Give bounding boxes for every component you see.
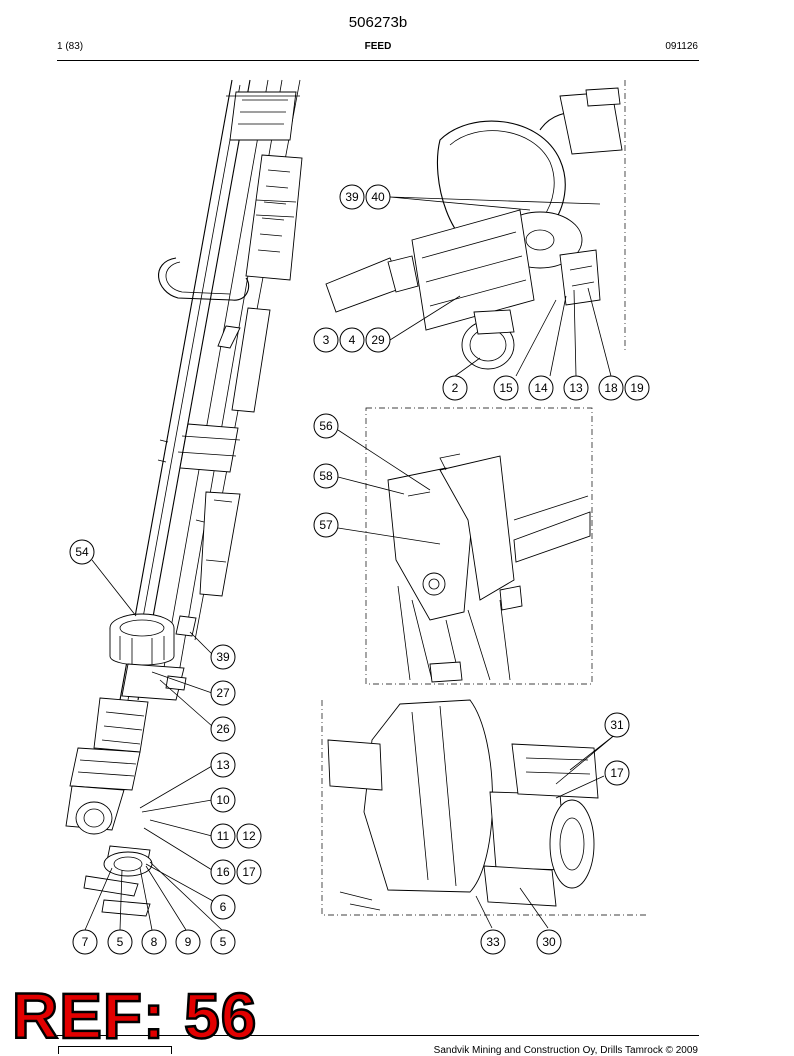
callout-bubble: 33 [480,929,506,955]
callout-bubble: 5 [107,929,133,955]
callout-bubble: 58 [313,463,339,489]
callout-bubble: 40 [365,184,391,210]
svg-text:54: 54 [75,545,89,559]
callout-bubble: 12 [236,823,262,849]
svg-text:6: 6 [220,900,227,914]
callout-bubble: 3 [313,327,339,353]
svg-text:57: 57 [319,518,333,532]
svg-text:33: 33 [486,935,500,949]
page-info: 1 (83) [57,41,84,52]
cradle-detail-view [325,80,626,370]
callout-bubble: 15 [493,375,519,401]
svg-text:15: 15 [499,381,513,395]
svg-text:17: 17 [610,766,624,780]
callout-bubble: 10 [210,787,236,813]
callout-bubble: 17 [604,760,630,786]
svg-text:26: 26 [216,722,230,736]
callout-bubble: 19 [624,375,650,401]
svg-text:27: 27 [216,686,230,700]
rotation-unit-detail-view [321,699,646,916]
svg-text:9: 9 [185,935,192,949]
svg-text:29: 29 [371,333,385,347]
svg-text:31: 31 [610,718,624,732]
callout-bubble: 9 [175,929,201,955]
feed-beam-illustration [65,79,303,917]
svg-text:8: 8 [151,935,158,949]
svg-text:40: 40 [371,190,385,204]
svg-text:19: 19 [630,381,644,395]
callout-bubble: 11 [210,823,236,849]
svg-text:16: 16 [216,865,230,879]
section-title: FEED [364,41,392,52]
callout-bubble: 39 [210,644,236,670]
svg-text:2: 2 [452,381,459,395]
callout-bubble: 2 [442,375,468,401]
ref-stamp: REF: 56 [11,980,258,1052]
date-code: 091126 [665,41,698,52]
footer-rule [57,1035,699,1036]
callout-bubble: 27 [210,680,236,706]
callout-bubble: 31 [604,712,630,738]
callout-bubble: 14 [528,375,554,401]
callout-bubble: 5 [210,929,236,955]
svg-text:14: 14 [534,381,548,395]
svg-text:11: 11 [217,829,230,843]
callout-bubble: 56 [313,413,339,439]
callout-bubble: 16 [210,859,236,885]
callout-bubble: 17 [236,859,262,885]
svg-text:39: 39 [345,190,359,204]
svg-text:7: 7 [82,935,89,949]
callout-bubble: 39 [339,184,365,210]
header-rule [57,60,699,61]
svg-text:39: 39 [216,650,230,664]
copyright-notice: Sandvik Mining and Construction Oy, Dril… [433,1045,698,1056]
document-number: 506273b [348,14,408,31]
svg-text:56: 56 [319,419,333,433]
callout-bubble: 57 [313,512,339,538]
callout-bubble: 54 [69,539,95,565]
svg-text:58: 58 [319,469,333,483]
callout-bubbles: 39 40 3 4 29 2 15 14 13 18 19 56 58 57 5… [69,184,650,955]
svg-text:17: 17 [242,865,256,879]
svg-text:13: 13 [216,758,230,772]
callout-bubble: 30 [536,929,562,955]
svg-text:5: 5 [117,935,124,949]
callout-bubble: 13 [563,375,589,401]
callout-bubble: 29 [365,327,391,353]
sandvik-logo [58,1046,172,1054]
svg-text:18: 18 [604,381,618,395]
callout-bubble: 26 [210,716,236,742]
callout-bubble: 7 [72,929,98,955]
svg-text:13: 13 [569,381,583,395]
svg-text:4: 4 [349,333,356,347]
svg-text:3: 3 [323,333,330,347]
svg-text:10: 10 [216,793,230,807]
callout-bubble: 18 [598,375,624,401]
callout-bubble: 4 [339,327,365,353]
callout-bubble: 13 [210,752,236,778]
svg-text:30: 30 [542,935,556,949]
callout-bubble: 6 [210,894,236,920]
svg-text:5: 5 [220,935,227,949]
clamp-detail-view [365,407,593,685]
leader-lines [84,196,617,931]
svg-text:12: 12 [242,829,256,843]
callout-bubble: 8 [141,929,167,955]
